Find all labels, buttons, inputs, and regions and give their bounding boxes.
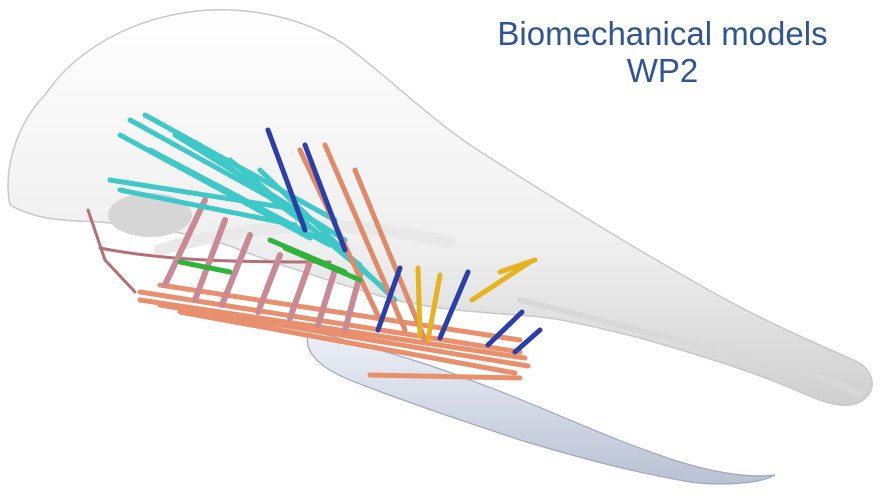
slide-title: Biomechanical models WP2 — [440, 16, 885, 90]
title-line-1: Biomechanical models — [440, 16, 885, 53]
title-line-2: WP2 — [440, 53, 885, 90]
